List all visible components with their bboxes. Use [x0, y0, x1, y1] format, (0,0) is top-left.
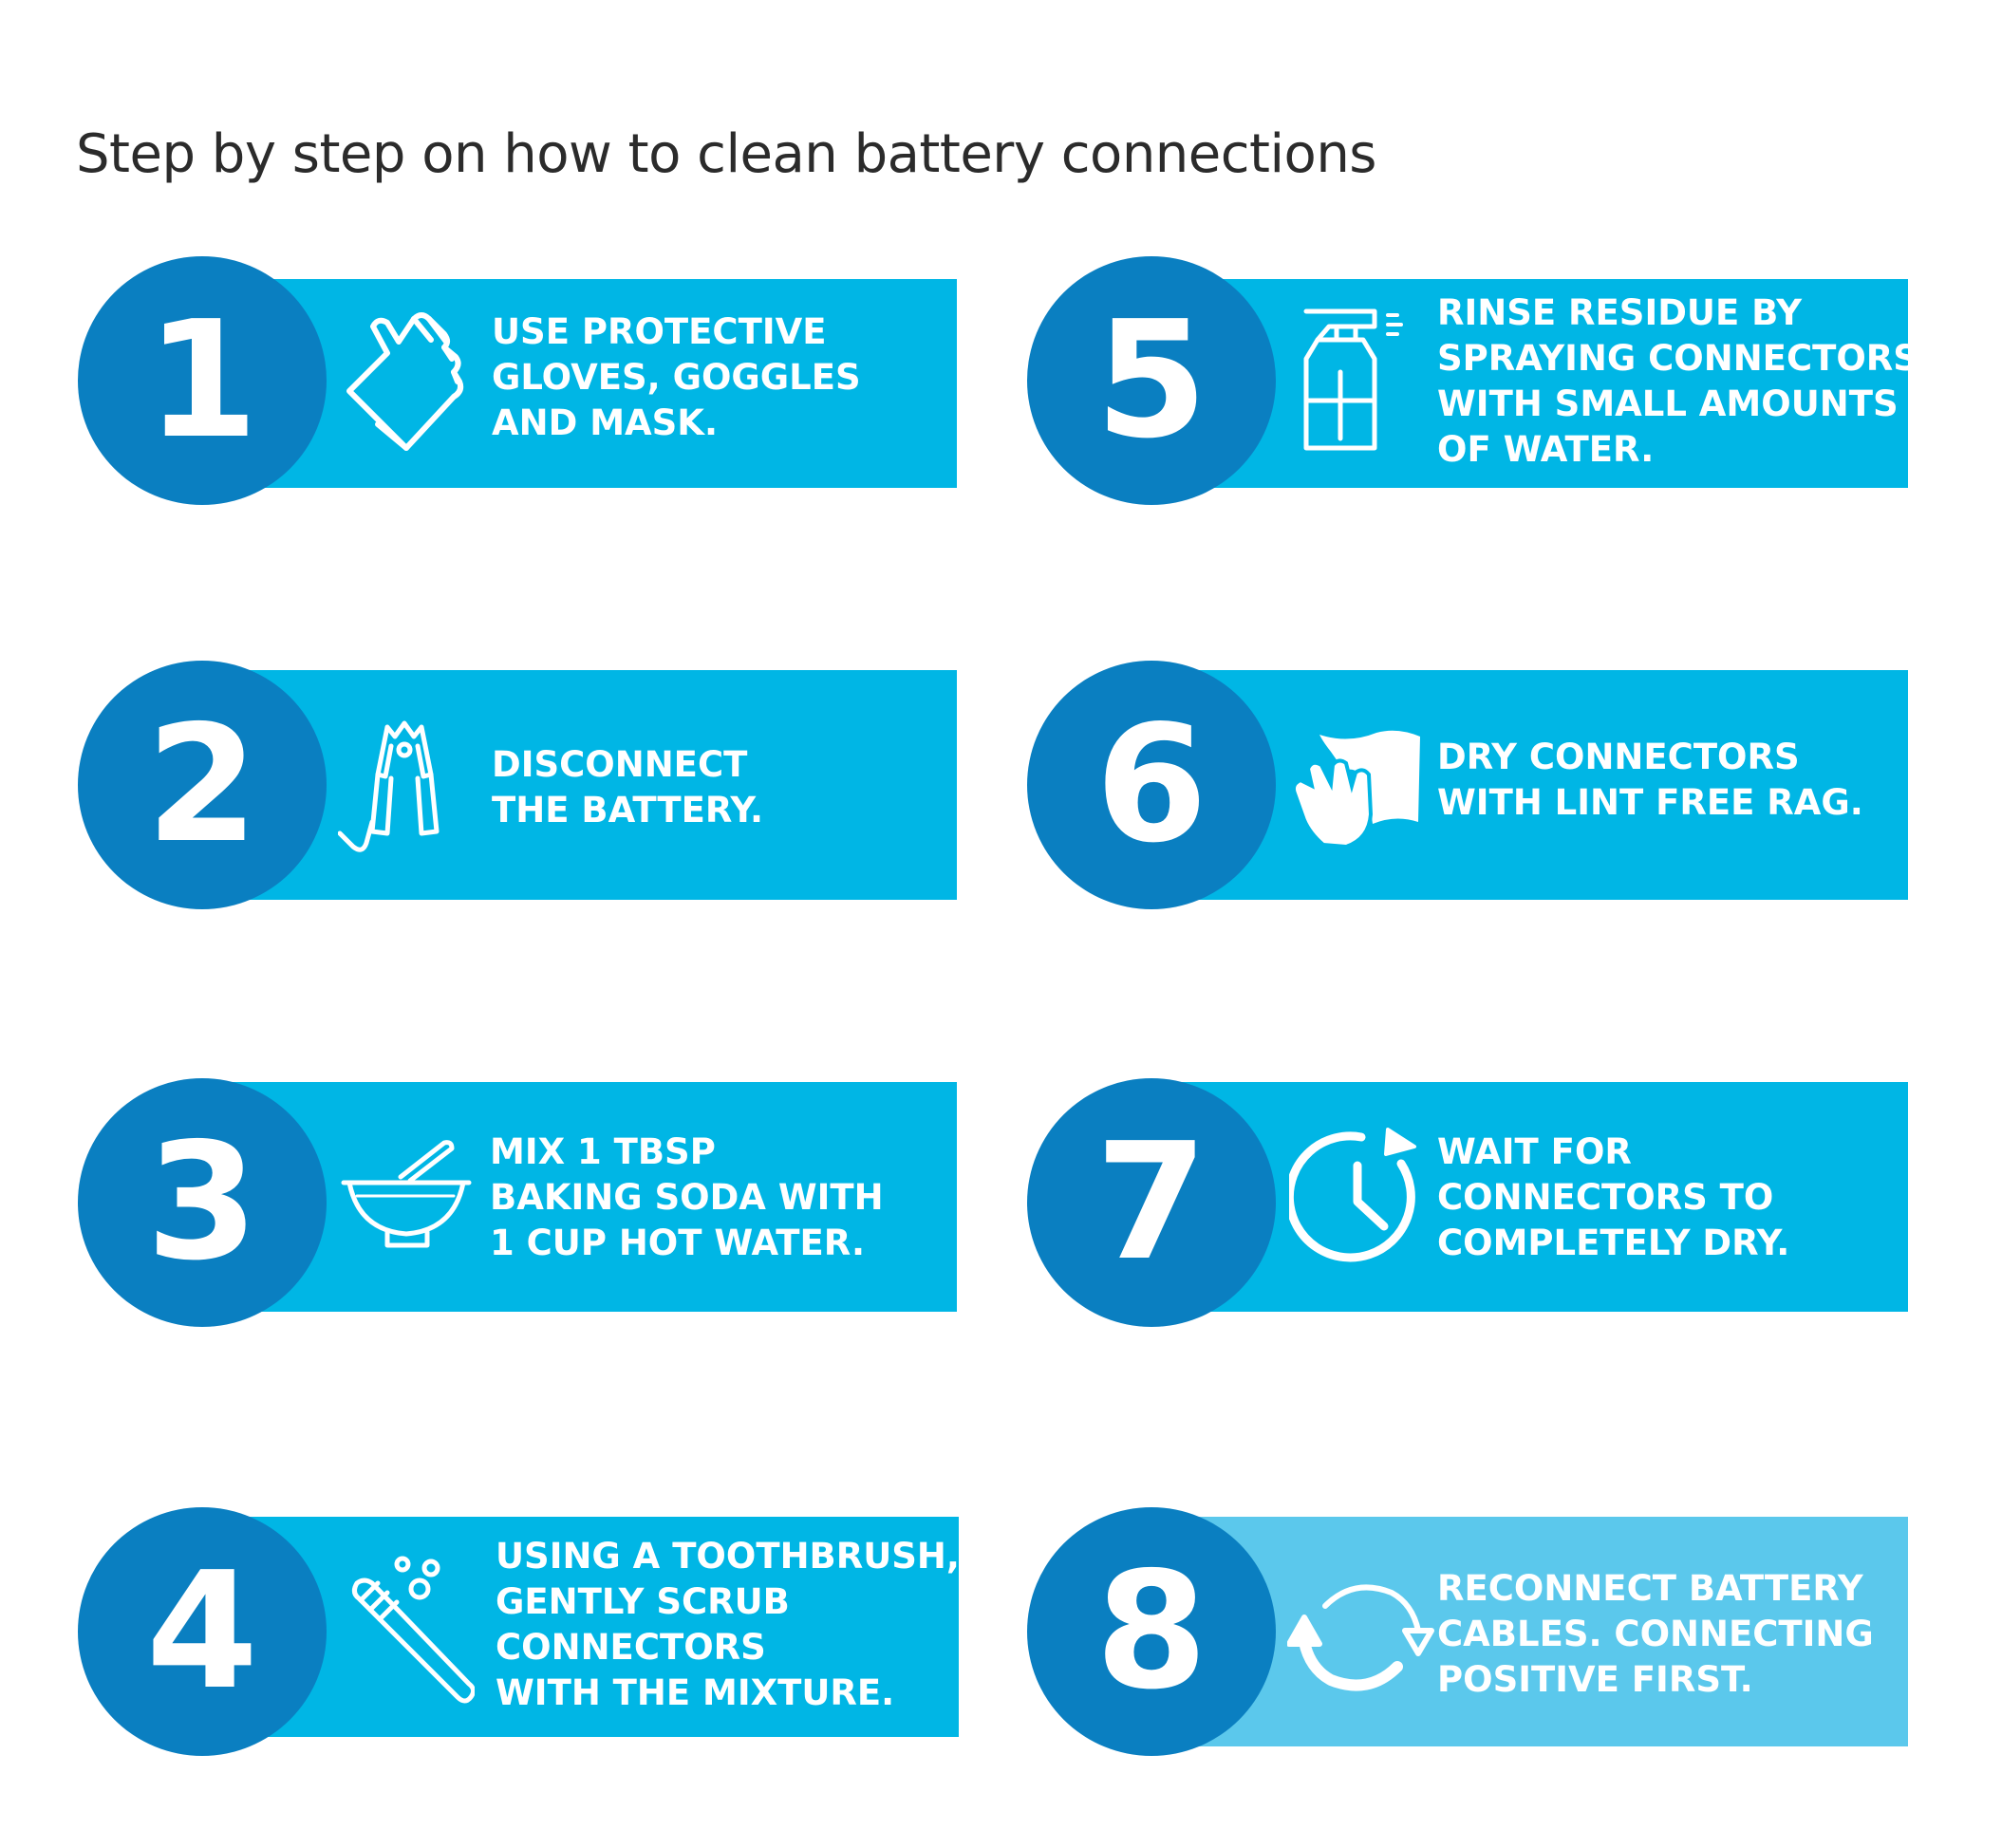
step-text: DRY CONNECTORS WITH LINT FREE RAG. [1437, 735, 1863, 826]
step-text-line: GLOVES, GOGGLES [492, 357, 861, 398]
step-number: 4 [145, 1538, 259, 1726]
toothbrush-icon [351, 1555, 475, 1707]
step-text: DISCONNECT THE BATTERY. [492, 742, 763, 833]
step-number: 8 [1095, 1538, 1208, 1726]
step-text-line: USE PROTECTIVE [492, 311, 827, 352]
step-text-line: USING A TOOTHBRUSH, [496, 1536, 960, 1577]
step-text-line: RINSE RESIDUE BY [1437, 292, 1803, 333]
step-text-line: WITH LINT FREE RAG. [1437, 782, 1863, 823]
step-text-line: DRY CONNECTORS [1437, 737, 1800, 777]
step-text-line: BAKING SODA WITH [490, 1177, 884, 1218]
step-text: USING A TOOTHBRUSH, GENTLY SCRUB CONNECT… [496, 1534, 960, 1716]
step-number-circle: 6 [1027, 661, 1276, 909]
step-number: 7 [1095, 1109, 1208, 1297]
step-text: USE PROTECTIVE GLOVES, GOGGLES AND MASK. [492, 309, 861, 446]
glove-icon [340, 306, 482, 457]
step-number: 2 [145, 691, 259, 879]
clock-icon [1289, 1126, 1431, 1268]
step-text: RECONNECT BATTERY CABLES. CONNECTING POS… [1437, 1566, 1874, 1703]
step-text-line: WAIT FOR [1437, 1131, 1632, 1172]
step-text: RINSE RESIDUE BY SPRAYING CONNECTORS WIT… [1437, 290, 1918, 473]
spray-bottle-icon [1302, 306, 1420, 457]
step-number: 5 [1095, 287, 1208, 475]
step-text-line: CABLES. CONNECTING [1437, 1614, 1874, 1654]
mixing-bowl-icon [340, 1139, 473, 1253]
step-text: MIX 1 TBSP BAKING SODA WITH 1 CUP HOT WA… [490, 1129, 884, 1266]
step-text-line: 1 CUP HOT WATER. [490, 1223, 866, 1263]
step-text-line: WITH THE MIXTURE. [496, 1672, 895, 1713]
step-text-line: SPRAYING CONNECTORS [1437, 338, 1918, 379]
step-number: 3 [145, 1109, 259, 1297]
step-text-line: RECONNECT BATTERY [1437, 1568, 1863, 1609]
step-text-line: THE BATTERY. [492, 790, 764, 831]
step-number: 1 [145, 287, 259, 475]
step-number-circle: 1 [78, 256, 327, 505]
reconnect-arrows-icon [1287, 1577, 1435, 1695]
step-text-line: WITH SMALL AMOUNTS [1437, 383, 1899, 424]
step-text-line: CONNECTORS [496, 1627, 766, 1668]
step-text-line: CONNECTORS TO [1437, 1177, 1774, 1218]
step-text-line: POSITIVE FIRST. [1437, 1659, 1753, 1700]
page-title: Step by step on how to clean battery con… [76, 123, 1376, 185]
step-number-circle: 8 [1027, 1507, 1276, 1756]
step-text-line: MIX 1 TBSP [490, 1131, 716, 1172]
step-text-line: COMPLETELY DRY. [1437, 1223, 1790, 1263]
step-text-line: DISCONNECT [492, 744, 748, 785]
step-text-line: AND MASK. [492, 402, 719, 443]
step-text-line: GENTLY SCRUB [496, 1581, 790, 1622]
step-text: WAIT FOR CONNECTORS TO COMPLETELY DRY. [1437, 1129, 1789, 1266]
step-number-circle: 7 [1027, 1078, 1276, 1327]
step-text-line: OF WATER. [1437, 429, 1655, 470]
hand-wiping-icon [1291, 727, 1424, 850]
step-number: 6 [1095, 691, 1208, 879]
step-number-circle: 3 [78, 1078, 327, 1327]
battery-clamp-icon [338, 718, 471, 860]
step-number-circle: 2 [78, 661, 327, 909]
step-number-circle: 5 [1027, 256, 1276, 505]
step-number-circle: 4 [78, 1507, 327, 1756]
